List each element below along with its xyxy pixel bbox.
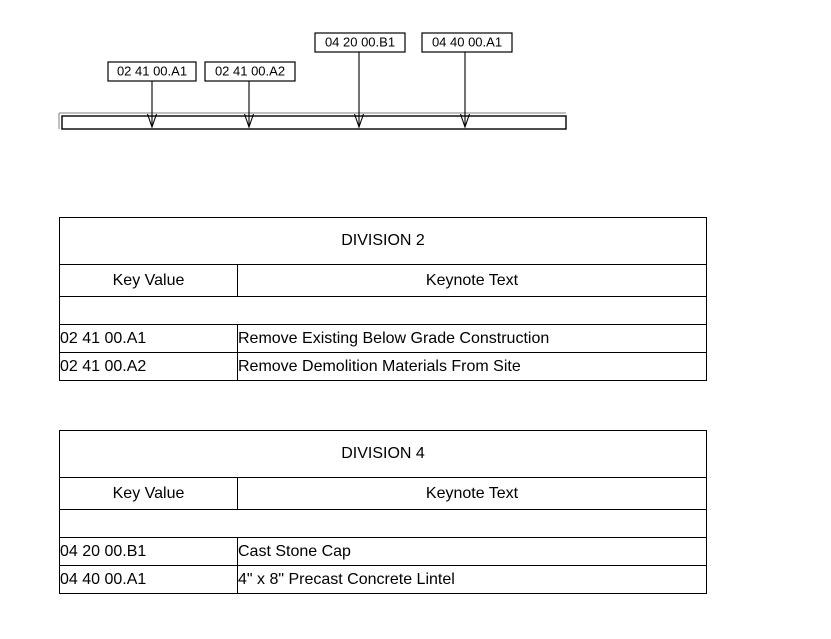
keynote-leader: 02 41 00.A2 [204, 61, 296, 129]
table-spacer-row [58, 509, 708, 538]
cell-key-value: 02 41 00.A2 [59, 352, 238, 381]
spacer-cell [58, 296, 708, 325]
keynote-arrowhead [146, 113, 158, 129]
keynote-leader: 04 40 00.A1 [421, 32, 513, 129]
beam-shadow [58, 112, 566, 129]
cell-keynote-text: Cast Stone Cap [236, 537, 708, 566]
detail-drawing-canvas: 02 41 00.A1 02 41 00.A2 04 20 00.B1 04 40 0… [58, 32, 567, 130]
keynote-legend-table-division-2: DIVISION 2 Key Value Keynote Text 02 41 … [58, 217, 708, 381]
keynote-leader-group: 02 41 00.A1 02 41 00.A2 04 20 00.B1 04 40 0… [107, 32, 513, 129]
column-header-key-value: Key Value [59, 477, 238, 510]
keynote-leader: 04 20 00.B1 [314, 32, 406, 129]
keynote-arrowhead [243, 113, 255, 129]
keynote-arrowhead [459, 113, 471, 129]
keynote-label-box [314, 32, 406, 53]
table-row: 04 40 00.A1 4" x 8" Precast Concrete Lin… [59, 565, 708, 594]
table-row: 04 20 00.B1 Cast Stone Cap [59, 537, 708, 566]
keynote-label-box [421, 32, 513, 53]
column-header-key-value: Key Value [59, 264, 238, 297]
table-spacer-row [58, 296, 708, 325]
cell-key-value: 02 41 00.A1 [59, 324, 238, 353]
table-header-row: Key Value Keynote Text [59, 477, 708, 510]
cell-key-value: 04 20 00.B1 [59, 537, 238, 566]
keynote-label-box [204, 61, 296, 82]
cell-keynote-text: 4" x 8" Precast Concrete Lintel [236, 565, 708, 594]
cell-keynote-text: Remove Demolition Materials From Site [236, 352, 708, 381]
table-title-row: DIVISION 4 [58, 430, 708, 478]
table-title: DIVISION 4 [58, 430, 708, 478]
keynote-label-text: 02 41 00.A2 [215, 64, 285, 79]
column-header-keynote-text: Keynote Text [236, 477, 708, 510]
keynote-arrowhead [353, 113, 365, 129]
table-header-row: Key Value Keynote Text [59, 264, 708, 297]
cell-keynote-text: Remove Existing Below Grade Construction [236, 324, 708, 353]
table-row: 02 41 00.A2 Remove Demolition Materials … [59, 352, 708, 381]
keynote-label-text: 02 41 00.A1 [117, 64, 187, 79]
table-title-row: DIVISION 2 [58, 217, 708, 265]
keynote-legend-table-division-4: DIVISION 4 Key Value Keynote Text 04 20 … [58, 430, 708, 594]
column-header-keynote-text: Keynote Text [236, 264, 708, 297]
spacer-cell [58, 509, 708, 538]
keynote-detail-drawing: 02 41 00.A1 02 41 00.A2 04 20 00.B1 04 40 0… [0, 0, 831, 200]
keynote-label-text: 04 20 00.B1 [325, 35, 395, 50]
table-title: DIVISION 2 [58, 217, 708, 265]
horizontal-beam-section [61, 115, 567, 130]
table-row: 02 41 00.A1 Remove Existing Below Grade … [59, 324, 708, 353]
cell-key-value: 04 40 00.A1 [59, 565, 238, 594]
keynote-leader: 02 41 00.A1 [107, 61, 197, 129]
keynote-label-text: 04 40 00.A1 [432, 35, 502, 50]
